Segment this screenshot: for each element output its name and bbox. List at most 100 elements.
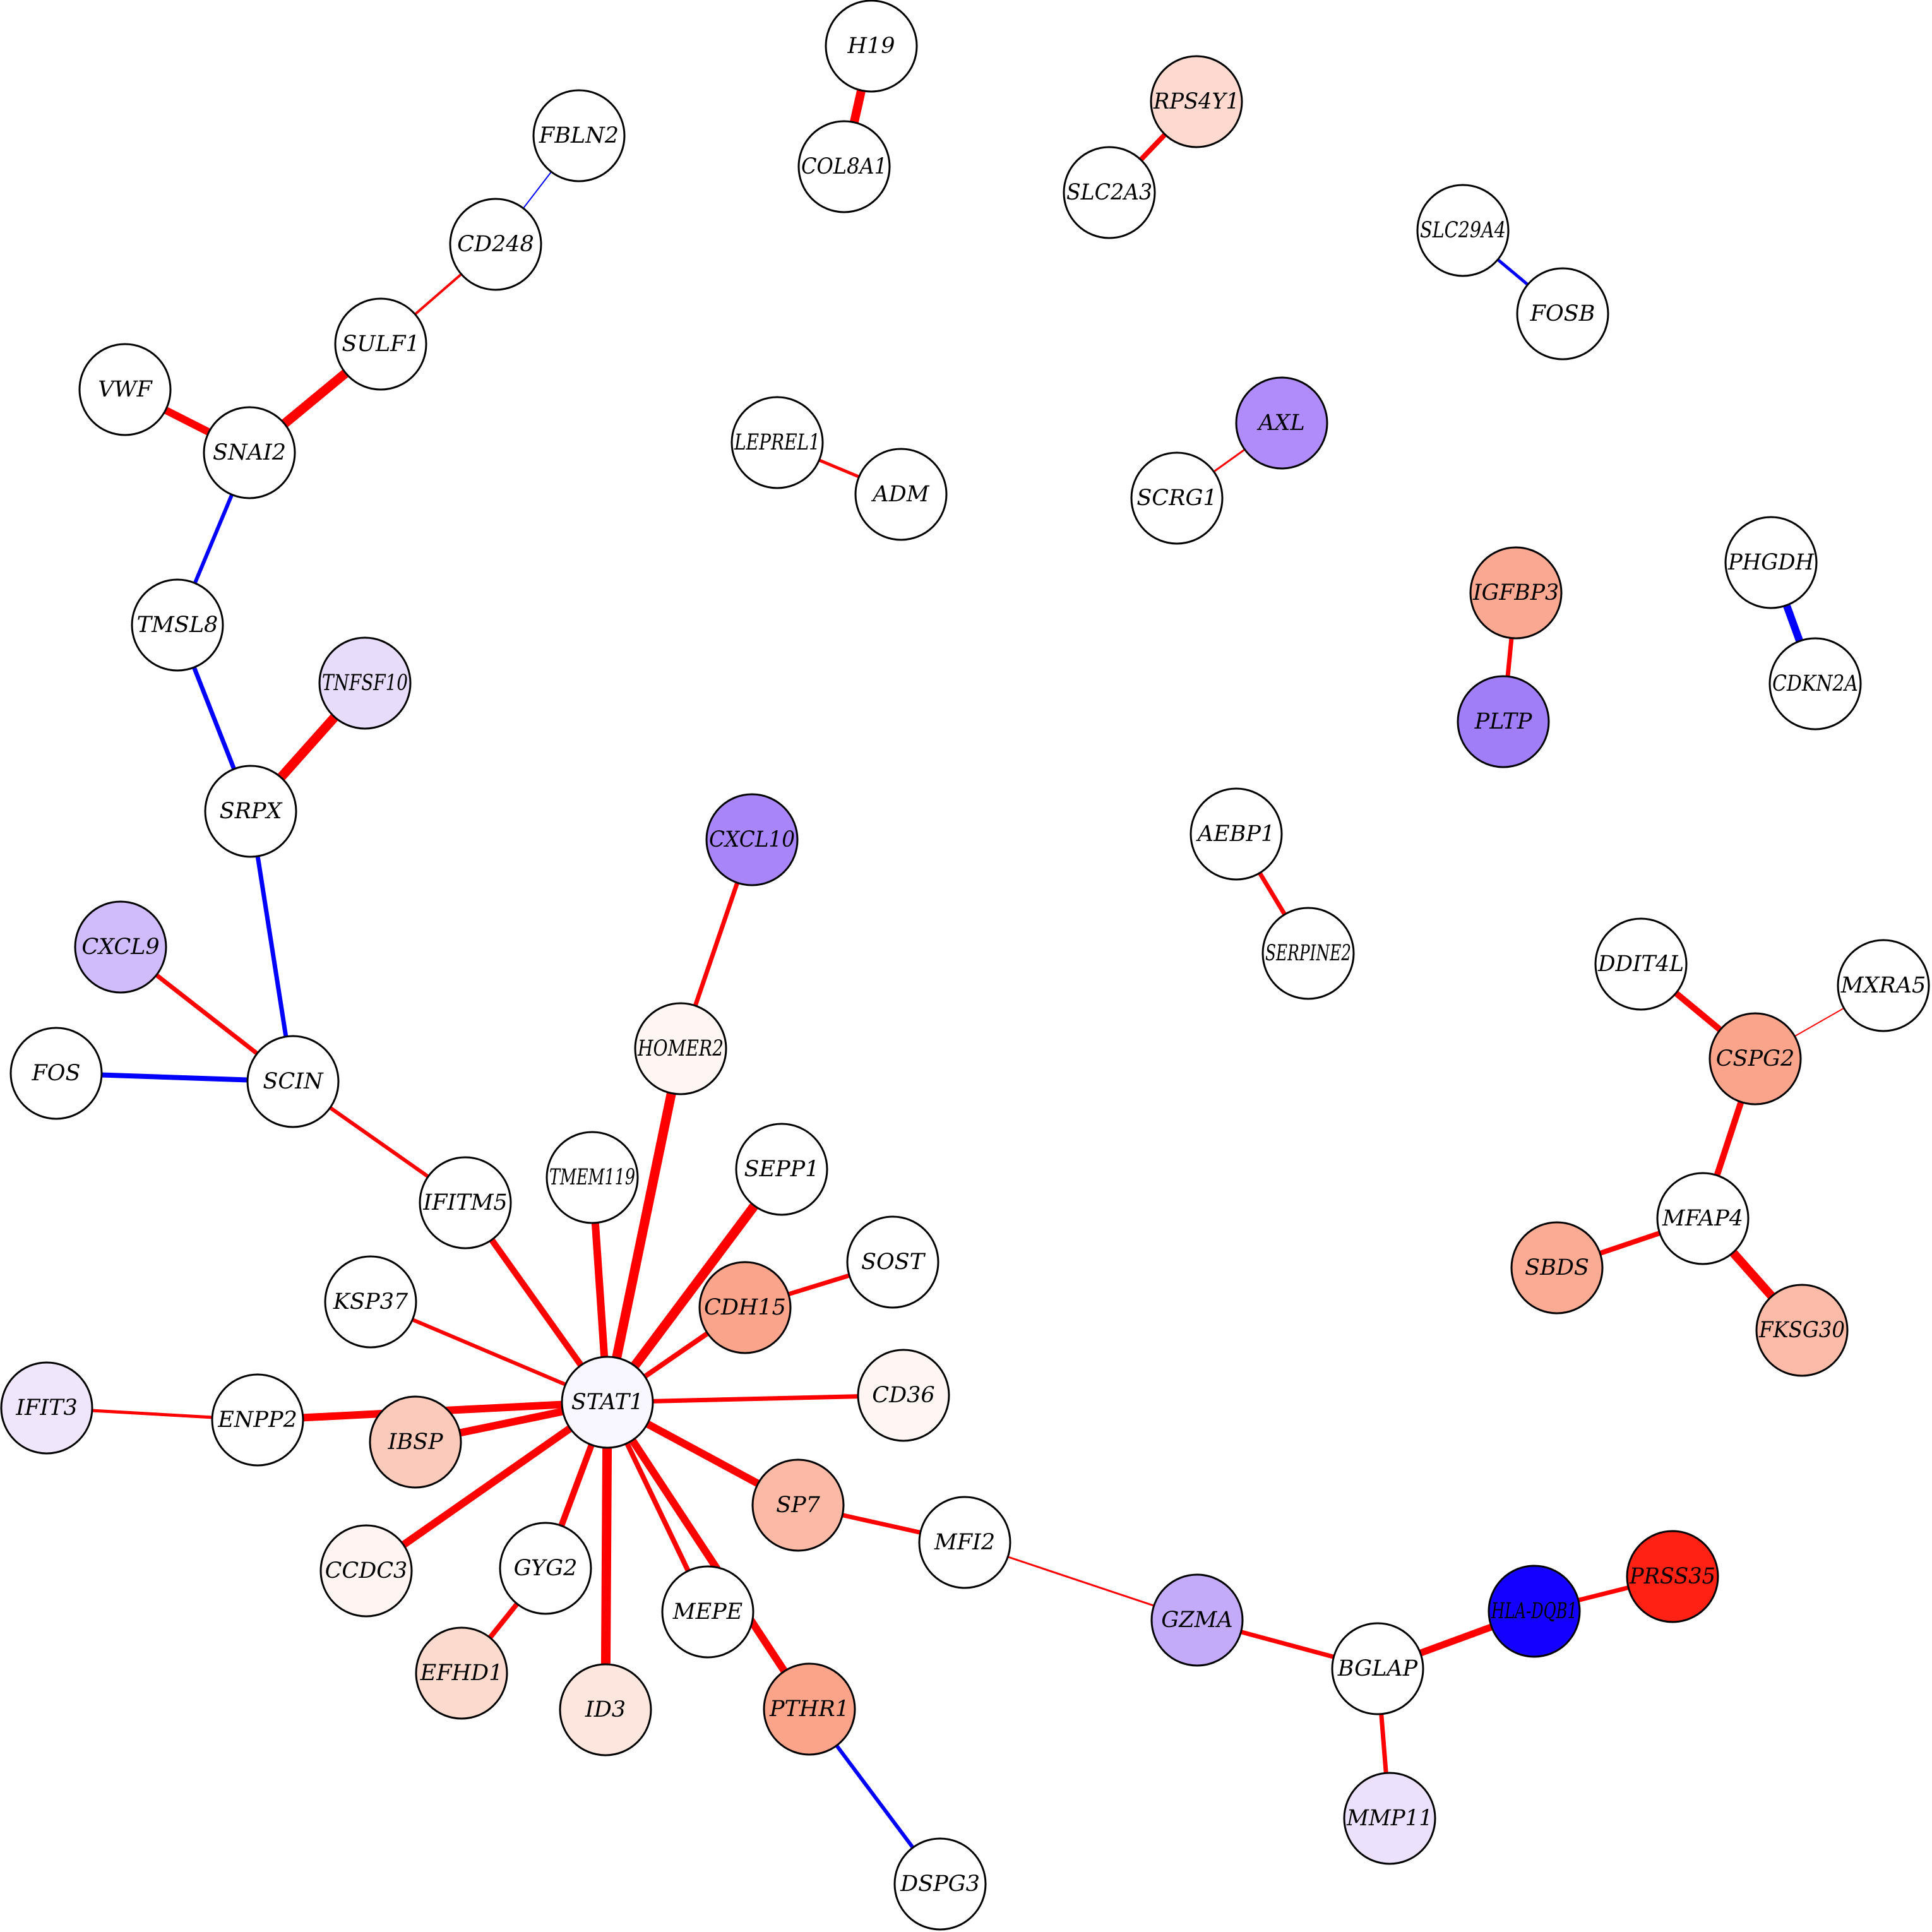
node-label: HLA-DQB1: [1491, 1599, 1577, 1624]
node-bglap: BGLAP: [1331, 1622, 1424, 1715]
node-circle: [561, 1356, 654, 1449]
edge-pthr1-stat1: [604, 1400, 813, 1712]
node-label: CXCL10: [709, 827, 795, 852]
node-label: MEPE: [672, 1599, 743, 1625]
edge-sepp1-stat1: [603, 1166, 786, 1405]
node-leprel1: LEPREL1: [730, 396, 824, 489]
node-snai2: SNAI2: [203, 406, 296, 499]
node-circle: [918, 1496, 1011, 1589]
node-circle: [1331, 1622, 1424, 1715]
node-label: ID3: [585, 1697, 626, 1722]
node-label: FBLN2: [539, 123, 619, 148]
node-slc29a4: SLC29A4: [1416, 184, 1510, 277]
node-circle: [246, 1035, 340, 1128]
node-mmp11: MMP11: [1343, 1772, 1436, 1865]
node-pltp: PLTP: [1457, 675, 1550, 768]
node-label: SULF1: [342, 331, 419, 357]
node-circle: [797, 120, 891, 213]
node-pthr1: PTHR1: [763, 1662, 856, 1756]
node-label: PHGDH: [1727, 550, 1815, 575]
node-ddit4l: DDIT4L: [1594, 917, 1688, 1011]
node-label: AXL: [1256, 410, 1304, 436]
node-circle: [1708, 1012, 1802, 1106]
node-circle: [634, 1002, 727, 1095]
node-sost: SOST: [846, 1215, 939, 1309]
node-label: EFHD1: [420, 1661, 503, 1686]
node-label: IFIT3: [15, 1395, 78, 1421]
node-label: HOMER2: [637, 1036, 724, 1061]
node-circle: [1510, 1221, 1604, 1315]
node-circle: [1457, 675, 1550, 768]
node-circle: [546, 1131, 639, 1224]
node-circle: [203, 406, 296, 499]
node-circle: [846, 1215, 939, 1309]
node-circle: [318, 636, 412, 730]
node-label: BGLAP: [1337, 1656, 1419, 1681]
node-circle: [419, 1156, 512, 1249]
node-gzma: GZMA: [1150, 1573, 1244, 1667]
node-circle: [1343, 1772, 1436, 1865]
node-circle: [0, 1361, 93, 1455]
node-circle: [78, 343, 172, 436]
node-mfap4: MFAP4: [1656, 1172, 1750, 1265]
node-tmsl8: TMSL8: [131, 578, 224, 672]
node-label: TMEM119: [549, 1165, 635, 1190]
node-label: H19: [847, 33, 895, 59]
node-stat1: STAT1: [561, 1356, 654, 1449]
node-cdh15: CDH15: [698, 1261, 792, 1354]
node-tmem119: TMEM119: [546, 1131, 639, 1224]
node-circle: [763, 1662, 856, 1756]
node-serpine2: SERPINE2: [1261, 907, 1355, 1000]
node-tnfsf10: TNFSF10: [318, 636, 412, 730]
node-rps4y1: RPS4Y1: [1150, 55, 1243, 148]
node-label: MFI2: [934, 1530, 995, 1555]
node-circle: [449, 198, 542, 291]
node-label: SCRG1: [1136, 486, 1217, 511]
node-circle: [334, 297, 427, 391]
node-label: CDKN2A: [1772, 671, 1858, 696]
node-circle: [415, 1626, 508, 1720]
edge-cd36-stat1: [607, 1393, 904, 1405]
node-circle: [1190, 787, 1283, 881]
node-circle: [1063, 146, 1156, 239]
node-gyg2: GYG2: [499, 1522, 592, 1615]
node-label: DSPG3: [900, 1871, 980, 1897]
node-circle: [74, 900, 167, 994]
node-mxra5: MXRA5: [1837, 939, 1930, 1032]
node-label: CDH15: [704, 1295, 786, 1320]
node-circle: [730, 396, 824, 489]
node-cxcl10: CXCL10: [705, 793, 799, 886]
node-label: GYG2: [514, 1556, 578, 1581]
node-circle: [893, 1837, 987, 1931]
node-label: SNAI2: [213, 440, 286, 465]
node-circle: [319, 1524, 413, 1618]
node-circle: [1594, 917, 1688, 1011]
node-label: CCDC3: [325, 1558, 408, 1583]
node-mfi2: MFI2: [918, 1496, 1011, 1589]
node-circle: [1150, 55, 1243, 148]
node-label: MXRA5: [1840, 973, 1926, 998]
edge-homer2-stat1: [602, 1047, 686, 1404]
node-circle: [1469, 546, 1563, 640]
node-circle: [1837, 939, 1930, 1032]
node-circle: [1516, 267, 1609, 361]
node-mepe: MEPE: [661, 1565, 754, 1659]
node-circle: [1724, 516, 1818, 609]
node-label: SCIN: [263, 1069, 324, 1094]
node-sulf1: SULF1: [334, 297, 427, 391]
node-label: KSP37: [333, 1289, 408, 1315]
node-sp7: SP7: [751, 1458, 845, 1552]
node-label: RPS4Y1: [1153, 89, 1239, 114]
node-ksp37: KSP37: [324, 1255, 417, 1349]
node-circle: [369, 1395, 462, 1489]
node-cd248: CD248: [449, 198, 542, 291]
node-slc2a3: SLC2A3: [1063, 146, 1156, 239]
node-circle: [735, 1123, 828, 1216]
node-circle: [661, 1565, 754, 1659]
node-id3: ID3: [559, 1663, 652, 1756]
node-label: SBDS: [1525, 1255, 1589, 1280]
node-circle: [825, 0, 918, 93]
node-circle: [1130, 451, 1224, 545]
node-circle: [1488, 1565, 1581, 1658]
node-label: SEPP1: [744, 1157, 820, 1182]
